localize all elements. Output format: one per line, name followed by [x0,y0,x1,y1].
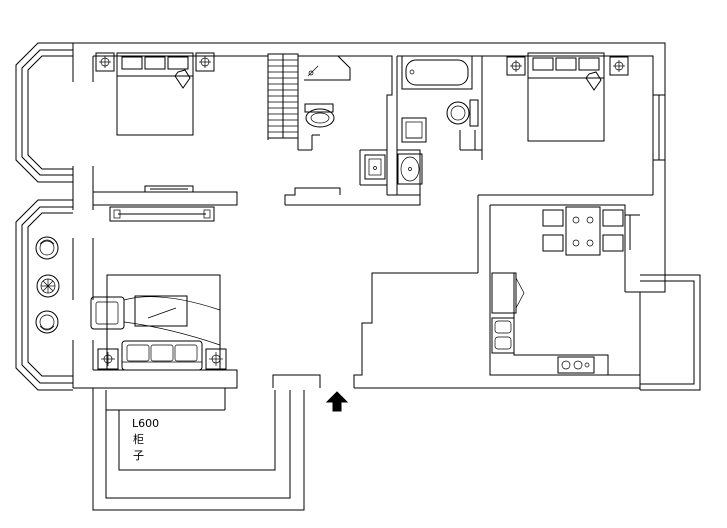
washing-machine [401,117,427,143]
interior-walls [267,56,665,250]
tv-cabinet [109,206,215,222]
armchair-2 [35,310,59,334]
cabinet-name-1: 柜 [133,433,144,446]
armchair-1 [35,236,59,260]
end-table-2 [205,348,227,370]
toilet-1 [304,103,335,128]
kitchen-counter [513,273,609,375]
dining-table [542,206,624,256]
sink-2 [397,153,423,185]
kitchen-sink [491,317,515,354]
bathtub [401,55,473,90]
nightstand-right-1 [506,56,526,76]
end-table-1 [97,348,119,370]
nightstand-left-2 [195,52,215,72]
outer-walls [15,42,701,511]
cabinet-name-2: 子 [133,449,144,462]
cabinet-size-label: L600 [132,417,159,430]
sink-1 [364,154,386,180]
lounge-chair [90,295,221,346]
bed-right [527,52,605,142]
nightstand-left-1 [95,52,115,72]
entrance-arrow-icon [325,391,349,412]
closet-shelves [267,53,299,139]
fridge [491,272,525,314]
tv-console-bedroom [144,185,194,193]
nightstand-right-2 [609,56,629,76]
stove [557,356,595,374]
side-table [36,274,60,298]
shower-corner [304,55,351,81]
bed-left [116,52,194,136]
sofa [121,340,203,371]
toilet-2 [446,99,479,127]
